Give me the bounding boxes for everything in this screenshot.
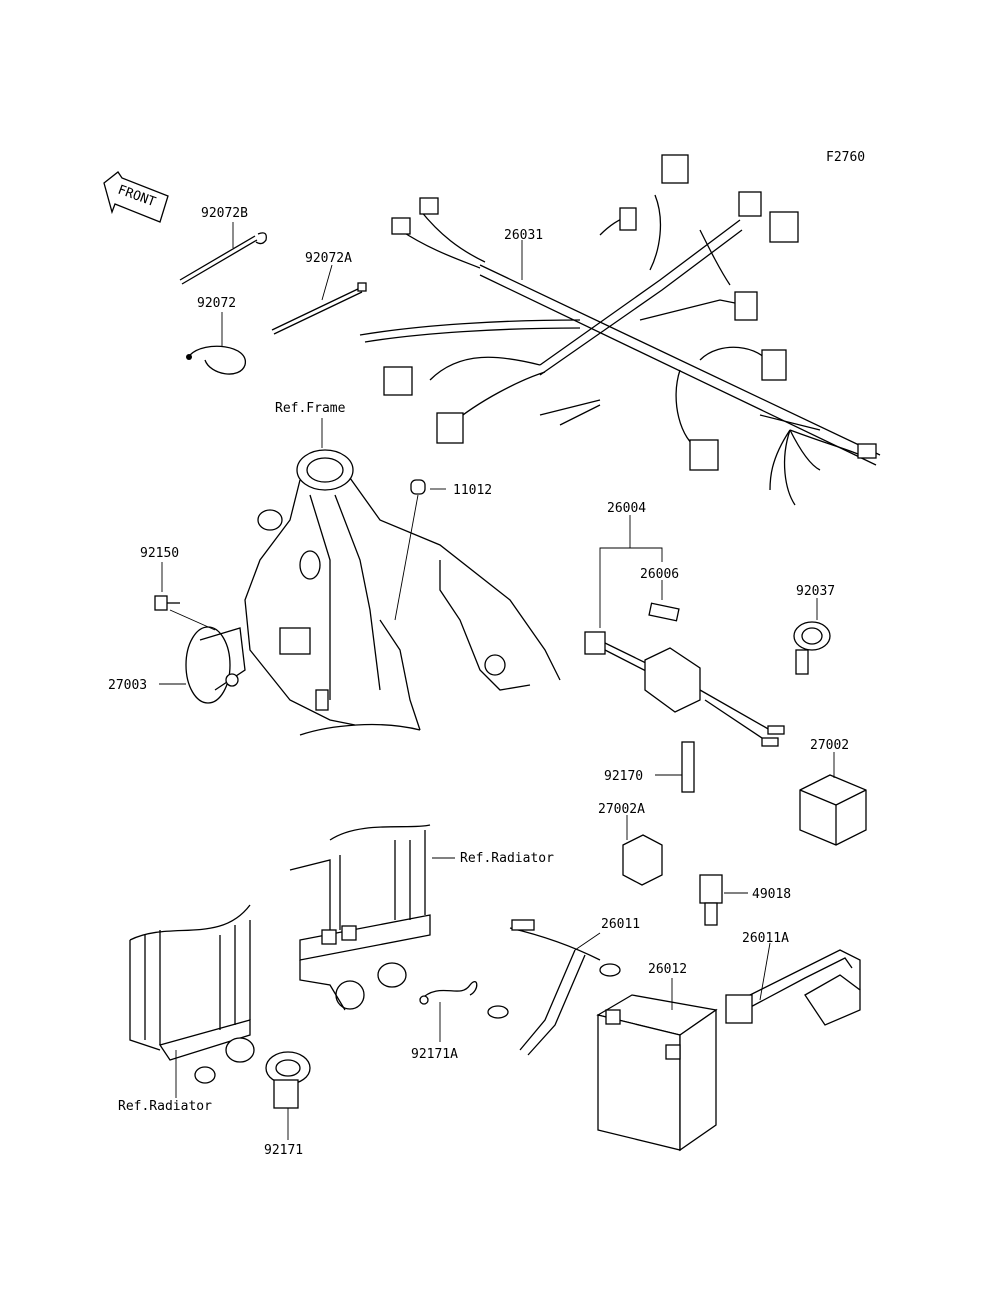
- label-26031: 26031: [504, 228, 543, 243]
- relay-27002a: [622, 834, 663, 886]
- relay-27002: [799, 774, 867, 846]
- label-27002: 27002: [810, 738, 849, 753]
- clamp-92171: [265, 1051, 311, 1109]
- plate-92170: [681, 741, 695, 793]
- holder-92171a: [419, 980, 478, 1042]
- label-92072a: 92072A: [305, 251, 352, 266]
- label-92170: 92170: [604, 769, 643, 784]
- bracket-26004: [599, 547, 663, 628]
- label-49018: 49018: [752, 887, 791, 902]
- cable-tie-92072a: [271, 282, 367, 335]
- cable-tie-92072b: [179, 232, 267, 285]
- label-92171a: 92171A: [411, 1047, 458, 1062]
- bolt-92150: [154, 595, 216, 631]
- battery-cable-26011: [487, 919, 621, 1056]
- wiring-harness: [359, 154, 881, 506]
- label-26006: 26006: [640, 567, 679, 582]
- frame-outline: [244, 449, 561, 736]
- front-arrow-icon: FRONT: [103, 171, 169, 223]
- diode-49018: [699, 874, 723, 926]
- cap-11012: [394, 479, 426, 621]
- figure-code: F2760: [826, 150, 865, 165]
- label-26011a: 26011A: [742, 931, 789, 946]
- radiator-upper: [289, 824, 431, 1011]
- clamp-92037: [793, 621, 831, 675]
- battery-26012: [596, 994, 718, 1152]
- leader-lines: [159, 222, 835, 1140]
- label-11012: 11012: [453, 483, 492, 498]
- label-92072b: 92072B: [201, 206, 248, 221]
- label-92037: 92037: [796, 584, 835, 599]
- horn: [185, 626, 246, 704]
- front-label: FRONT: [116, 183, 158, 211]
- cable-tie-92072: [186, 345, 246, 375]
- ref-radiator-lower-label: Ref.Radiator: [118, 1099, 212, 1114]
- ref-radiator-upper-label: Ref.Radiator: [460, 851, 554, 866]
- fuse-holder: [584, 631, 785, 747]
- ref-frame-label: Ref.Frame: [275, 401, 346, 416]
- fuse-26006: [648, 602, 680, 622]
- label-92072: 92072: [197, 296, 236, 311]
- battery-cable-26011a: [725, 949, 861, 1026]
- label-92150: 92150: [140, 546, 179, 561]
- label-26004: 26004: [607, 501, 646, 516]
- label-27003: 27003: [108, 678, 147, 693]
- radiator-lower: [129, 904, 255, 1084]
- label-27002a: 27002A: [598, 802, 645, 817]
- label-92171: 92171: [264, 1143, 303, 1158]
- label-26011: 26011: [601, 917, 640, 932]
- label-26012: 26012: [648, 962, 687, 977]
